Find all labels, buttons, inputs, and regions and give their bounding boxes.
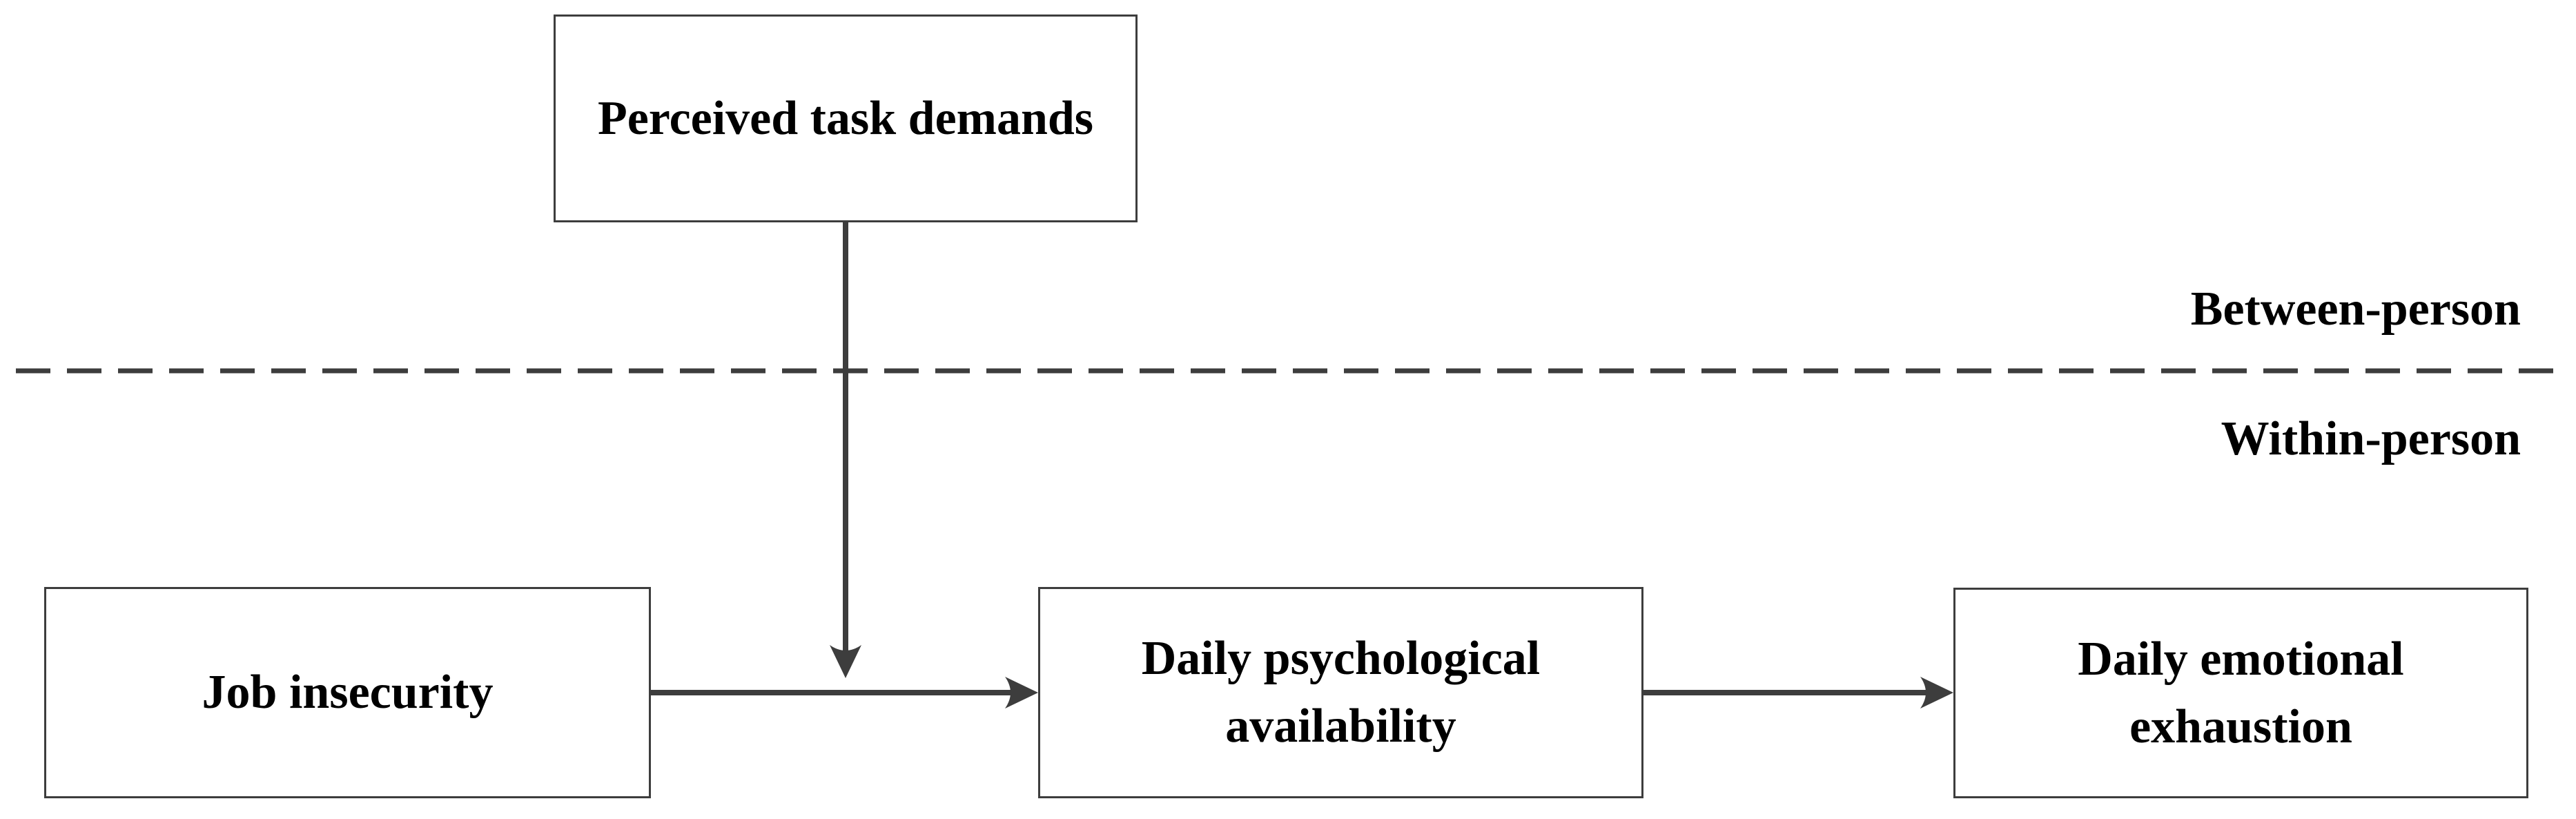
node-job-insecurity: Job insecurity xyxy=(44,587,651,798)
node-job-insecurity-label: Job insecurity xyxy=(202,666,494,719)
arrowhead-task-demands-down xyxy=(830,645,861,678)
node-perceived-task-demands-label: Perceived task demands xyxy=(597,91,1094,145)
within-person-label: Within-person xyxy=(2221,412,2521,465)
arrowhead-job-to-availability xyxy=(1005,677,1038,709)
between-person-label: Between-person xyxy=(2190,282,2521,336)
node-daily-emotional-exhaustion: Daily emotional exhaustion xyxy=(1953,588,2528,798)
node-perceived-task-demands: Perceived task demands xyxy=(554,15,1138,222)
node-daily-emotional-exhaustion-label: Daily emotional exhaustion xyxy=(2078,632,2404,753)
node-daily-psychological-availability: Daily psychological availability xyxy=(1038,587,1643,798)
node-daily-psychological-availability-label: Daily psychological availability xyxy=(1141,632,1541,753)
arrowhead-availability-to-exhaustion xyxy=(1920,677,1953,709)
